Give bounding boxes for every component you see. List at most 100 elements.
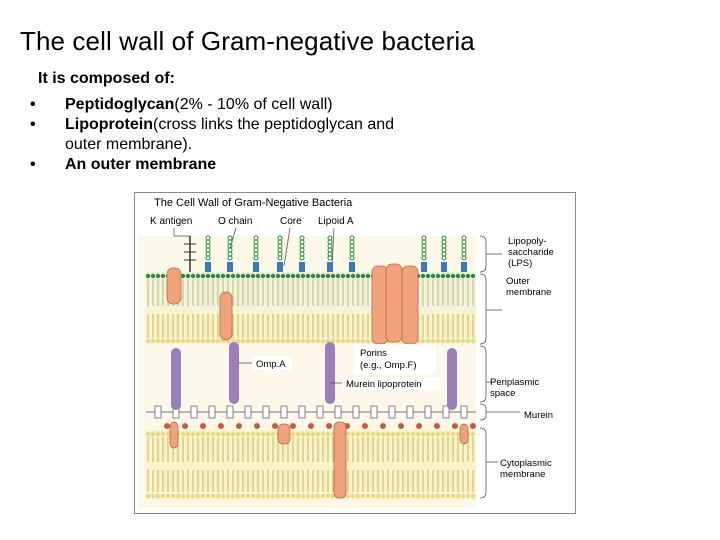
murein-unit [406, 405, 414, 419]
lipid-head [225, 273, 231, 279]
lipid-head [345, 273, 351, 279]
lipid-head [310, 338, 316, 344]
lipid-head [470, 431, 476, 437]
lipid-head [365, 338, 371, 344]
lipid-head [215, 431, 221, 437]
murein-crosslink [326, 423, 332, 429]
lipid-head [325, 431, 331, 437]
lipid-head [435, 338, 441, 344]
lipid-head [235, 273, 241, 279]
lipid-head [410, 493, 416, 499]
lipid-head [355, 493, 361, 499]
lipid-head [290, 493, 296, 499]
right-braces [479, 235, 520, 499]
lipid-head [295, 431, 301, 437]
list-item: •An outer membrane [30, 155, 425, 175]
porins-label-bg [354, 344, 436, 374]
lipid-head [185, 338, 191, 344]
lipid-head [195, 338, 201, 344]
lipid-head [320, 338, 326, 344]
lipid-head [165, 493, 171, 499]
outer-membrane-outer-leaflet [146, 272, 476, 310]
lipid-head [205, 431, 211, 437]
lipid-head [445, 338, 451, 344]
membrane-protein [277, 423, 291, 445]
lipid-head [380, 493, 386, 499]
lipid-head [455, 273, 461, 279]
lipid-head [265, 273, 271, 279]
murein-unit [424, 405, 432, 419]
lps-sugar-unit [441, 255, 447, 261]
lipid-head [160, 273, 166, 279]
lipid-head [450, 338, 456, 344]
bullet-icon: • [30, 116, 36, 133]
lipid-head [150, 493, 156, 499]
lipid-head [230, 431, 236, 437]
lipid-head [375, 493, 381, 499]
lipid-head [460, 493, 466, 499]
lipid-head [170, 493, 176, 499]
lps-core [327, 262, 333, 272]
lipid-head [460, 338, 466, 344]
lipid-head [200, 273, 206, 279]
lipid-head [435, 431, 441, 437]
lipid-head [255, 431, 261, 437]
lipid-head [320, 431, 326, 437]
lipid-head [290, 338, 296, 344]
lipid-head [155, 273, 161, 279]
murein-lipoprotein-label-bg [342, 377, 440, 390]
lipid-head [160, 338, 166, 344]
lipid-head [150, 431, 156, 437]
lipid-head [175, 338, 181, 344]
lipid-head [360, 431, 366, 437]
lipid-head [430, 338, 436, 344]
lps-sugar-unit [277, 255, 283, 261]
lipid-head [395, 493, 401, 499]
lipid-head [240, 493, 246, 499]
lipid-head [320, 273, 326, 279]
porin-protein [401, 265, 419, 345]
lipid-head [210, 493, 216, 499]
murein-unit [280, 405, 288, 419]
murein-lipoprotein [447, 348, 457, 410]
cytoplasmic-membrane-band [146, 430, 476, 500]
lipid-head [420, 338, 426, 344]
lipid-head [260, 273, 266, 279]
lipid-head [270, 273, 276, 279]
label-porins: Porins [360, 348, 387, 359]
lps-sugar-unit [421, 255, 427, 261]
lipid-head [345, 493, 351, 499]
lipid-head [430, 273, 436, 279]
lipid-head [190, 431, 196, 437]
membrane-protein [169, 421, 179, 449]
lipid-head [330, 273, 336, 279]
lipid-head [215, 493, 221, 499]
label-k-antigen: K antigen [150, 216, 192, 227]
lipid-head [365, 431, 371, 437]
lipid-head [240, 431, 246, 437]
lipid-head [440, 338, 446, 344]
lipid-head [335, 338, 341, 344]
murein-unit [190, 405, 198, 419]
lipid-head [205, 338, 211, 344]
lipid-head [285, 338, 291, 344]
lipid-head [275, 338, 281, 344]
lipid-head [220, 273, 226, 279]
lipid-head [300, 431, 306, 437]
lipid-head [250, 493, 256, 499]
lipid-head [385, 493, 391, 499]
lipid-head [470, 493, 476, 499]
murein-crosslink [272, 423, 278, 429]
lps-core [253, 262, 259, 272]
lipid-head [240, 273, 246, 279]
lipid-head [150, 273, 156, 279]
lipid-head [350, 338, 356, 344]
lipid-head [160, 431, 166, 437]
lipid-head [255, 273, 261, 279]
label-lipoid-a: Lipoid A [318, 216, 354, 227]
membrane-protein [459, 423, 469, 445]
lipid-head [245, 493, 251, 499]
murein-crosslink [362, 423, 368, 429]
murein-lipoprotein [229, 342, 239, 404]
lipid-head [310, 493, 316, 499]
